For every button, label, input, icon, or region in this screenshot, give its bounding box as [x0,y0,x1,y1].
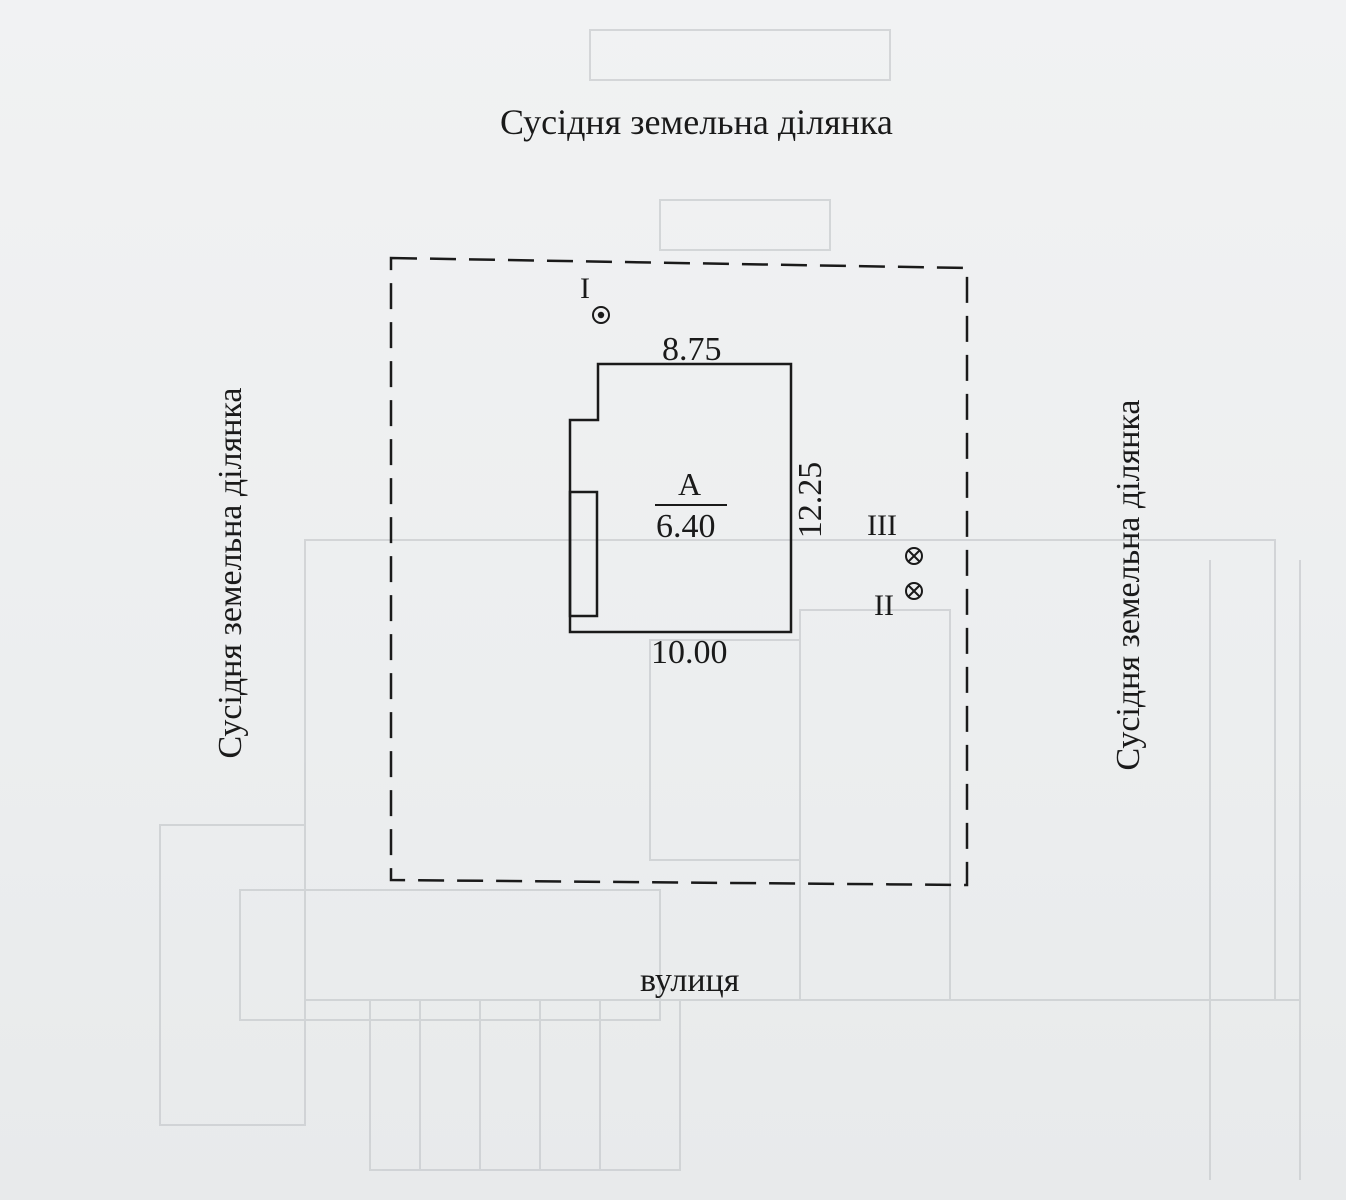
building-annex [568,490,599,618]
plot-boundary [389,256,969,887]
building-dimension-right: 12.25 [792,461,829,539]
building-outline [568,362,793,634]
building-dimension-top: 8.75 [662,331,722,368]
marker-label-two: II [874,589,894,622]
neighbor-label-right: Сусідня земельна ділянка [1110,399,1147,771]
building-dimension-bottom: 10.00 [651,634,728,671]
neighbor-label-top: Сусідня земельна ділянка [500,102,893,142]
neighbor-label-left: Сусідня земельна ділянка [212,387,249,759]
background-bleed-through [159,29,1301,1180]
street-label: вулиця [640,962,740,999]
building-value: 6.40 [656,508,716,545]
circle-x-icon [905,582,923,600]
marker-label-three: III [867,509,897,542]
marker-label-one: I [580,272,590,305]
circle-dot-icon [592,306,610,324]
circle-x-icon [905,547,923,565]
building-letter: А [678,466,702,502]
